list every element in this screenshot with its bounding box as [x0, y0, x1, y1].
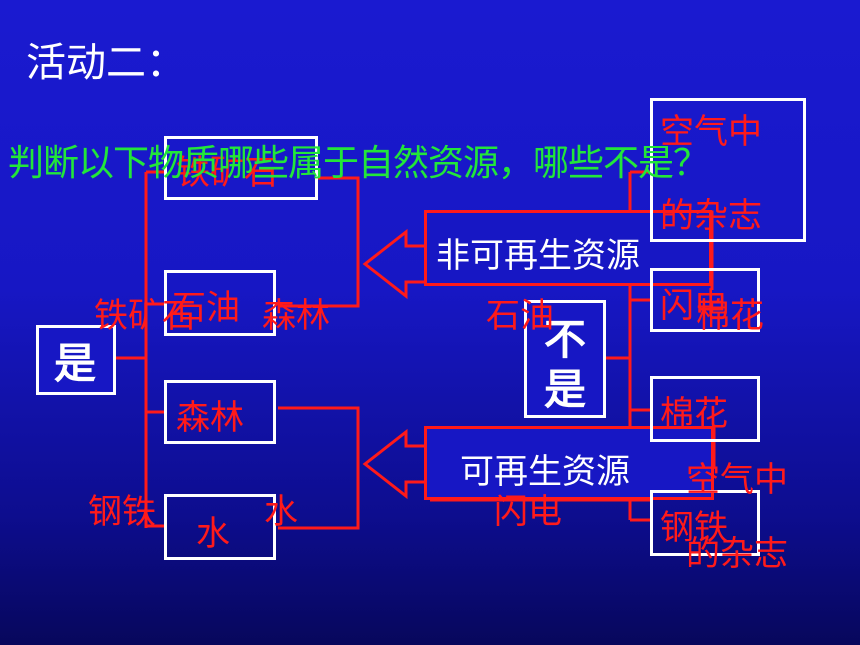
- answer-petroleum: 石油: [486, 296, 554, 336]
- right-item-steel: 钢铁: [660, 508, 728, 548]
- right-item-air-line2: 的杂志: [660, 196, 762, 236]
- page-title: 活动二：: [26, 40, 186, 86]
- right-item-lightning: 闪电: [660, 286, 728, 326]
- box-lightning: [650, 268, 760, 332]
- right-item-cotton: 棉花: [660, 394, 728, 434]
- box-iron-ore: [164, 136, 318, 200]
- no-label-line1: 不: [544, 315, 587, 364]
- no-box: [524, 300, 606, 418]
- answer-air-line1: 空气中: [686, 460, 788, 500]
- left-item-water: 水: [196, 514, 230, 554]
- box-water: [164, 494, 276, 560]
- answer-cotton: 棉花: [696, 296, 764, 336]
- right-item-air-line1: 空气中: [660, 112, 762, 152]
- box-air: [650, 98, 806, 242]
- nonrenewable-label: 非可再生资源: [436, 236, 640, 276]
- yes-box: [36, 325, 116, 395]
- answer-forest: 森林: [262, 296, 330, 336]
- nonrenewable-box: [424, 210, 712, 286]
- renewable-box: [424, 426, 714, 500]
- left-item-forest: 森林: [176, 398, 244, 438]
- answer-steel: 钢铁: [88, 492, 156, 532]
- box-steel: [650, 490, 760, 556]
- box-forest: [164, 380, 276, 444]
- left-item-petroleum: 石油: [172, 288, 240, 328]
- answer-iron-ore: 铁矿石: [94, 296, 196, 336]
- box-cotton: [650, 376, 760, 442]
- left-item-iron-ore: 铁矿石: [176, 153, 278, 193]
- box-petroleum: [164, 270, 276, 336]
- renewable-label: 可再生资源: [460, 452, 630, 492]
- answer-water: 水: [264, 492, 298, 532]
- question-text: 判断以下物质哪些属于自然资源，哪些不是？: [8, 143, 709, 184]
- yes-label: 是: [54, 339, 97, 388]
- answer-air-line2: 的杂志: [686, 534, 788, 574]
- answer-lightning: 闪电: [494, 492, 562, 532]
- no-label-line2: 是: [544, 365, 587, 414]
